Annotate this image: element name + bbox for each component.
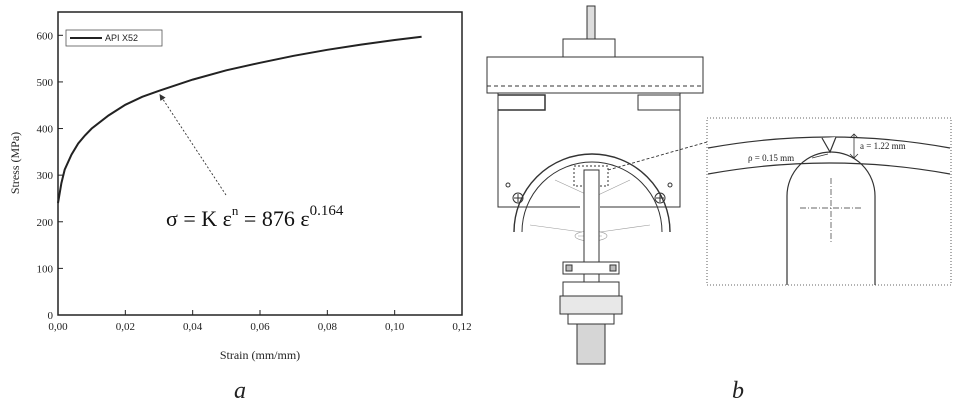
detail-pin-centerline [800, 178, 862, 242]
panel-label-a: a [234, 378, 246, 404]
annotation-equation: σ = K εn = 876 ε0.164 [166, 203, 344, 231]
left-bracket-slot [498, 94, 546, 111]
y-tick-label: 300 [37, 170, 54, 182]
y-tick-label: 500 [37, 77, 54, 89]
x-tick-label: 0,08 [318, 321, 338, 333]
detail-frame [706, 117, 952, 286]
notch-detail-view [706, 117, 952, 286]
left-screw [512, 192, 524, 204]
ring-specimen-inner [521, 161, 663, 233]
legend-box [65, 29, 163, 47]
legend: API X52 [65, 29, 163, 47]
x-tick-label: 0,00 [48, 321, 68, 333]
dimension-a-arrow [849, 133, 859, 159]
notch [821, 136, 837, 154]
stress-strain-chart: 0,00 0,02 0,04 0,06 0,08 0,10 0,12 0 100 200 300 4… [8, 11, 472, 362]
y-tick-label: 600 [37, 30, 54, 42]
clevis [562, 261, 620, 275]
right-bracket-slot [637, 94, 680, 111]
ring-specimen-outer [513, 153, 671, 233]
x-axis-ticks: 0,00 0,02 0,04 0,06 0,08 0,10 0,12 [48, 310, 472, 333]
top-rod-block [562, 38, 616, 58]
bottom-rod [576, 323, 606, 365]
test-fixture-diagram [486, 5, 952, 365]
y-axis-label: Stress (MPa) [8, 132, 22, 194]
x-tick-label: 0,10 [385, 321, 405, 333]
left-bracket [497, 93, 580, 208]
detail-pin-profile [786, 151, 876, 285]
right-bracket [600, 93, 681, 208]
series-line-api-x52 [57, 35, 422, 204]
right-pin [667, 182, 673, 188]
y-tick-label: 400 [37, 124, 54, 136]
x-tick-label: 0,06 [250, 321, 270, 333]
detail-ring-inner [707, 162, 951, 175]
plot-frame [57, 11, 463, 316]
x-tick-label: 0,02 [116, 321, 135, 333]
dimension-rho-label: ρ = 0.15 mm [748, 153, 794, 163]
rho-leader [811, 153, 829, 159]
x-axis-label: Strain (mm/mm) [220, 348, 300, 362]
y-axis-ticks: 0 100 200 300 400 500 600 [37, 30, 63, 322]
clevis-nut-left [565, 264, 573, 272]
panel-label-b: b [732, 378, 744, 404]
dimension-a-label: a = 1.22 mm [860, 141, 906, 151]
top-rod [586, 5, 596, 41]
y-tick-label: 200 [37, 217, 54, 229]
x-tick-label: 0,12 [452, 321, 471, 333]
left-pin [505, 182, 511, 188]
bottom-grip-block [559, 295, 623, 315]
x-tick-label: 0,04 [183, 321, 203, 333]
bottom-grip-upper [562, 281, 620, 297]
clevis-nut-right [609, 264, 617, 272]
y-tick-label: 0 [48, 310, 54, 322]
zoom-leader-line [607, 141, 708, 171]
legend-label: API X52 [105, 33, 138, 43]
y-tick-label: 100 [37, 263, 54, 275]
crosshead [486, 56, 704, 94]
bottom-grip-lower [567, 313, 615, 325]
left-screw-cross [514, 194, 522, 202]
detail-callout-box [573, 165, 609, 187]
detail-ring-outer [707, 136, 951, 149]
annotation-arrow [159, 94, 227, 196]
